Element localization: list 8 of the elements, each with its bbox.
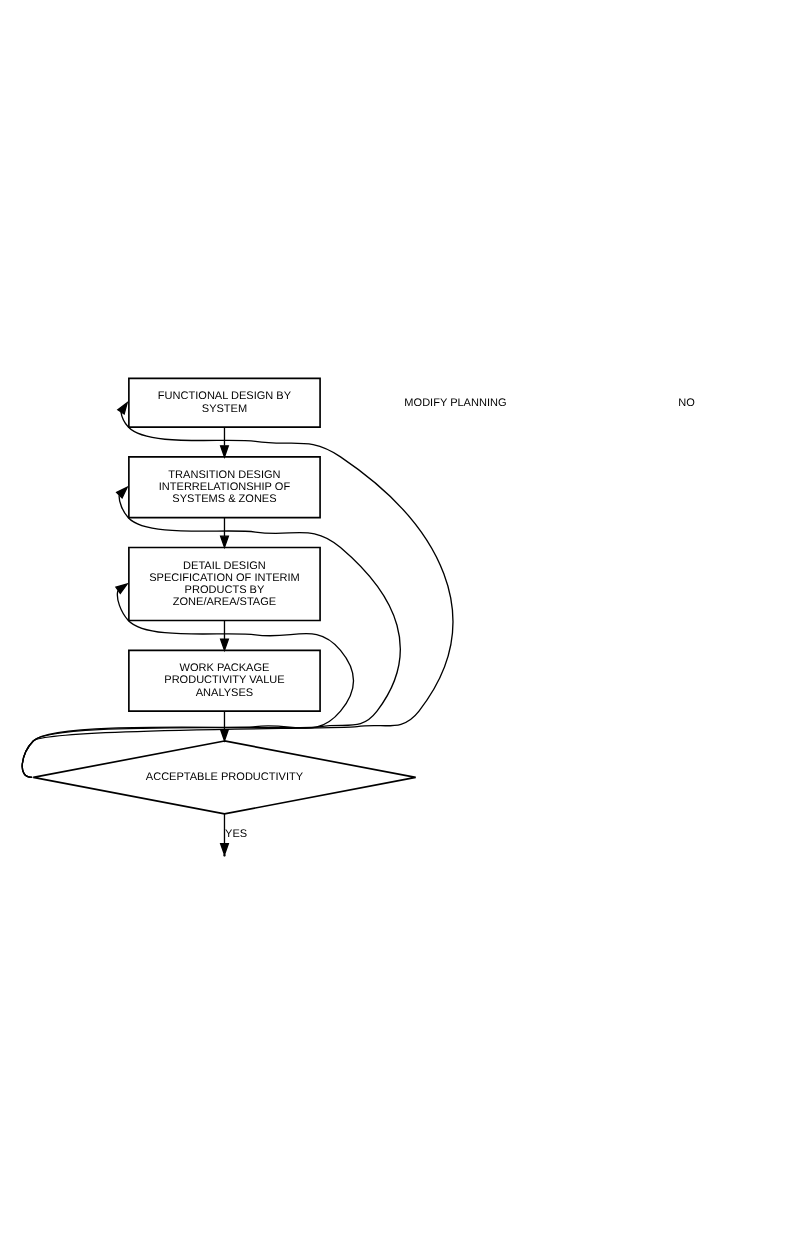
arrow [219, 517, 230, 550]
arrow [219, 710, 230, 743]
arrow [219, 813, 230, 857]
arrow [21, 582, 355, 779]
arrow [21, 401, 454, 779]
arrow [21, 485, 401, 779]
arrow [219, 426, 230, 459]
arrow [219, 620, 230, 653]
